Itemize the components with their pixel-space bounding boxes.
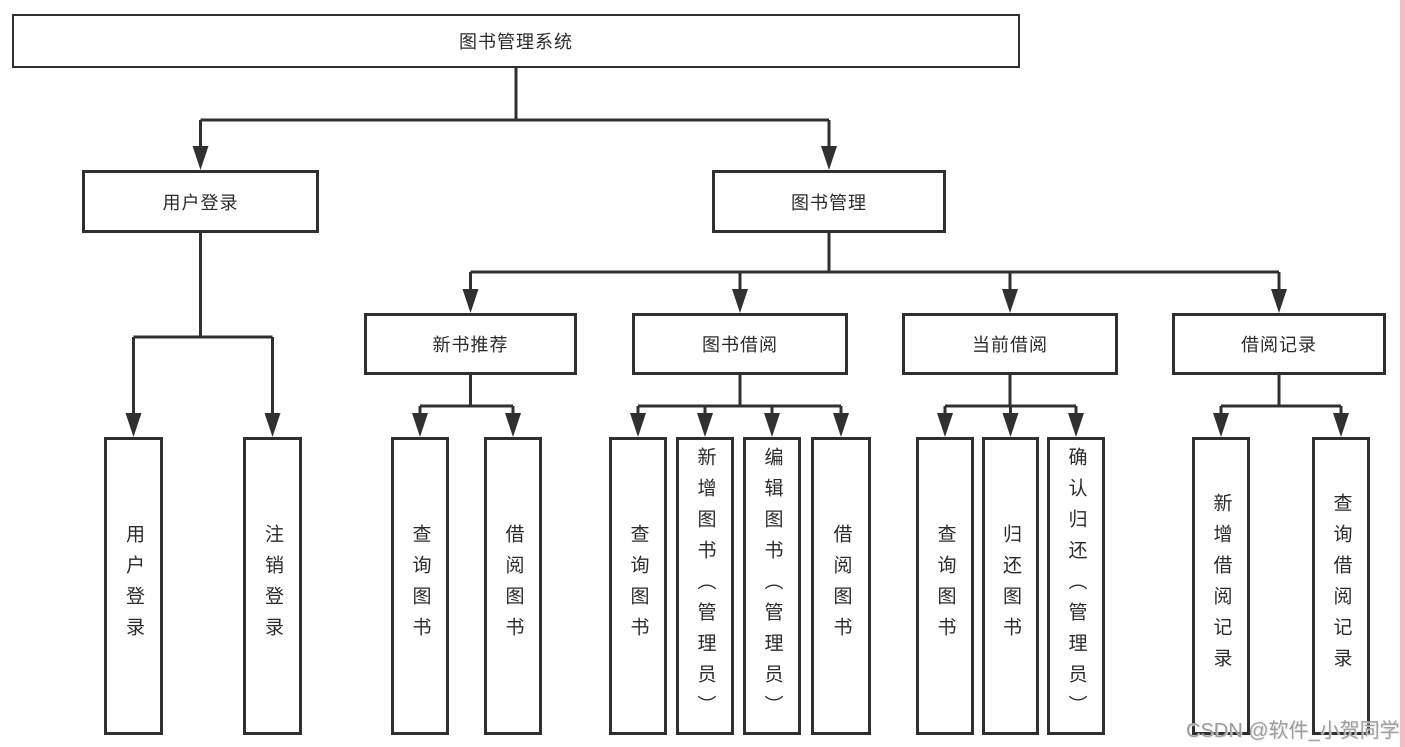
node-user-login: 用户登录 <box>82 170 319 233</box>
node-user-login-label: 用户登录 <box>162 192 239 213</box>
connector-root-to-level2 <box>199 68 831 148</box>
node-book-management: 图书管理 <box>712 170 946 233</box>
leaf-current-return: 归还图书 <box>982 437 1039 735</box>
connector-bookborrow-to-leaves <box>636 375 843 416</box>
connector-userlogin-to-leaves <box>132 233 274 416</box>
leaf-record-query-label: 查询借阅记录 <box>1330 493 1352 679</box>
leaf-logout-label: 注销登录 <box>262 524 283 648</box>
node-new-book-recommend-label: 新书推荐 <box>432 335 509 355</box>
arrowheads-bookborrow-leaves <box>630 413 849 437</box>
leaf-current-query: 查询图书 <box>916 437 974 735</box>
leaf-current-confirm-label: 确认归还（管理员） <box>1065 446 1087 726</box>
node-borrow-record: 借阅记录 <box>1172 313 1386 375</box>
arrowheads-userlogin-leaves <box>125 413 281 437</box>
node-root: 图书管理系统 <box>12 14 1020 68</box>
leaf-current-return-label: 归还图书 <box>1000 524 1021 648</box>
arrowheads-currentborrow-leaves <box>937 413 1084 437</box>
node-root-label: 图书管理系统 <box>459 32 573 52</box>
leaf-newbook-query: 查询图书 <box>391 437 449 735</box>
arrowheads-level2 <box>192 146 837 170</box>
leaf-newbook-borrow: 借阅图书 <box>484 437 542 735</box>
leaf-record-query: 查询借阅记录 <box>1312 437 1370 735</box>
leaf-bookborrow-add-label: 新增图书（管理员） <box>694 446 716 726</box>
leaf-bookborrow-borrow-label: 借阅图书 <box>830 524 852 648</box>
leaf-bookborrow-query-label: 查询图书 <box>627 524 649 648</box>
node-book-management-label: 图书管理 <box>791 192 867 213</box>
leaf-user-login: 用户登录 <box>104 437 163 735</box>
leaf-user-login-label: 用户登录 <box>123 524 144 648</box>
leaf-logout: 注销登录 <box>243 437 302 735</box>
leaf-record-add: 新增借阅记录 <box>1192 437 1250 735</box>
connector-currentborrow-to-leaves <box>943 375 1078 416</box>
connector-borrowrecord-to-leaves <box>1219 375 1343 416</box>
leaf-bookborrow-borrow: 借阅图书 <box>811 437 871 735</box>
leaf-bookborrow-edit-label: 编辑图书（管理员） <box>761 446 783 726</box>
arrowheads-newbook-leaves <box>412 413 521 437</box>
arrowheads-borrowrecord-leaves <box>1213 413 1349 437</box>
leaf-current-confirm: 确认归还（管理员） <box>1047 437 1105 735</box>
node-borrow-record-label: 借阅记录 <box>1241 335 1317 355</box>
node-current-borrow: 当前借阅 <box>902 313 1118 375</box>
connector-newbook-to-leaves <box>418 375 515 416</box>
arrowheads-level3 <box>462 289 1287 313</box>
leaf-bookborrow-edit: 编辑图书（管理员） <box>743 437 801 735</box>
leaf-newbook-query-label: 查询图书 <box>409 524 431 648</box>
leaf-record-add-label: 新增借阅记录 <box>1210 493 1232 679</box>
leaf-bookborrow-add: 新增图书（管理员） <box>676 437 734 735</box>
node-book-borrow-label: 图书借阅 <box>702 335 778 355</box>
leaf-current-query-label: 查询图书 <box>934 524 956 648</box>
node-book-borrow: 图书借阅 <box>632 313 848 375</box>
connector-bookmgmt-to-level3 <box>469 233 1281 292</box>
node-current-borrow-label: 当前借阅 <box>972 335 1048 355</box>
leaf-newbook-borrow-label: 借阅图书 <box>502 524 524 648</box>
csdn-watermark: CSDN @软件_小贺同学 <box>1186 720 1400 742</box>
node-new-book-recommend: 新书推荐 <box>364 313 577 375</box>
leaf-bookborrow-query: 查询图书 <box>609 437 667 735</box>
page-edge-strip <box>1400 0 1405 747</box>
